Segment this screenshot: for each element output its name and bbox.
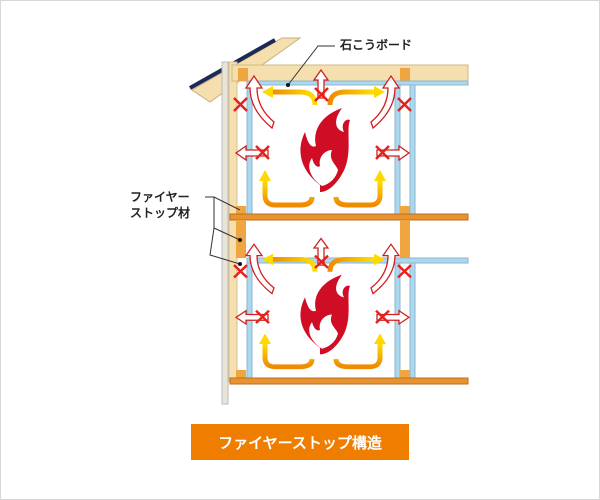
diagram-title: ファイヤーストップ構造 [191, 424, 409, 460]
gypsum-boards-lower [246, 257, 469, 379]
upper-room-flow [234, 70, 411, 205]
gypsum-boards-upper [246, 80, 469, 216]
firestop-label-line2: ストップ材 [130, 206, 191, 220]
top-beam [231, 64, 469, 82]
leader-lines [205, 45, 335, 265]
firestop-block [236, 206, 246, 216]
floor-lower [229, 377, 469, 385]
firestop-label-line1: ファイヤー [130, 190, 190, 204]
floor-upper [229, 213, 469, 221]
gypsum-board-label: 石こうボード [340, 38, 413, 52]
